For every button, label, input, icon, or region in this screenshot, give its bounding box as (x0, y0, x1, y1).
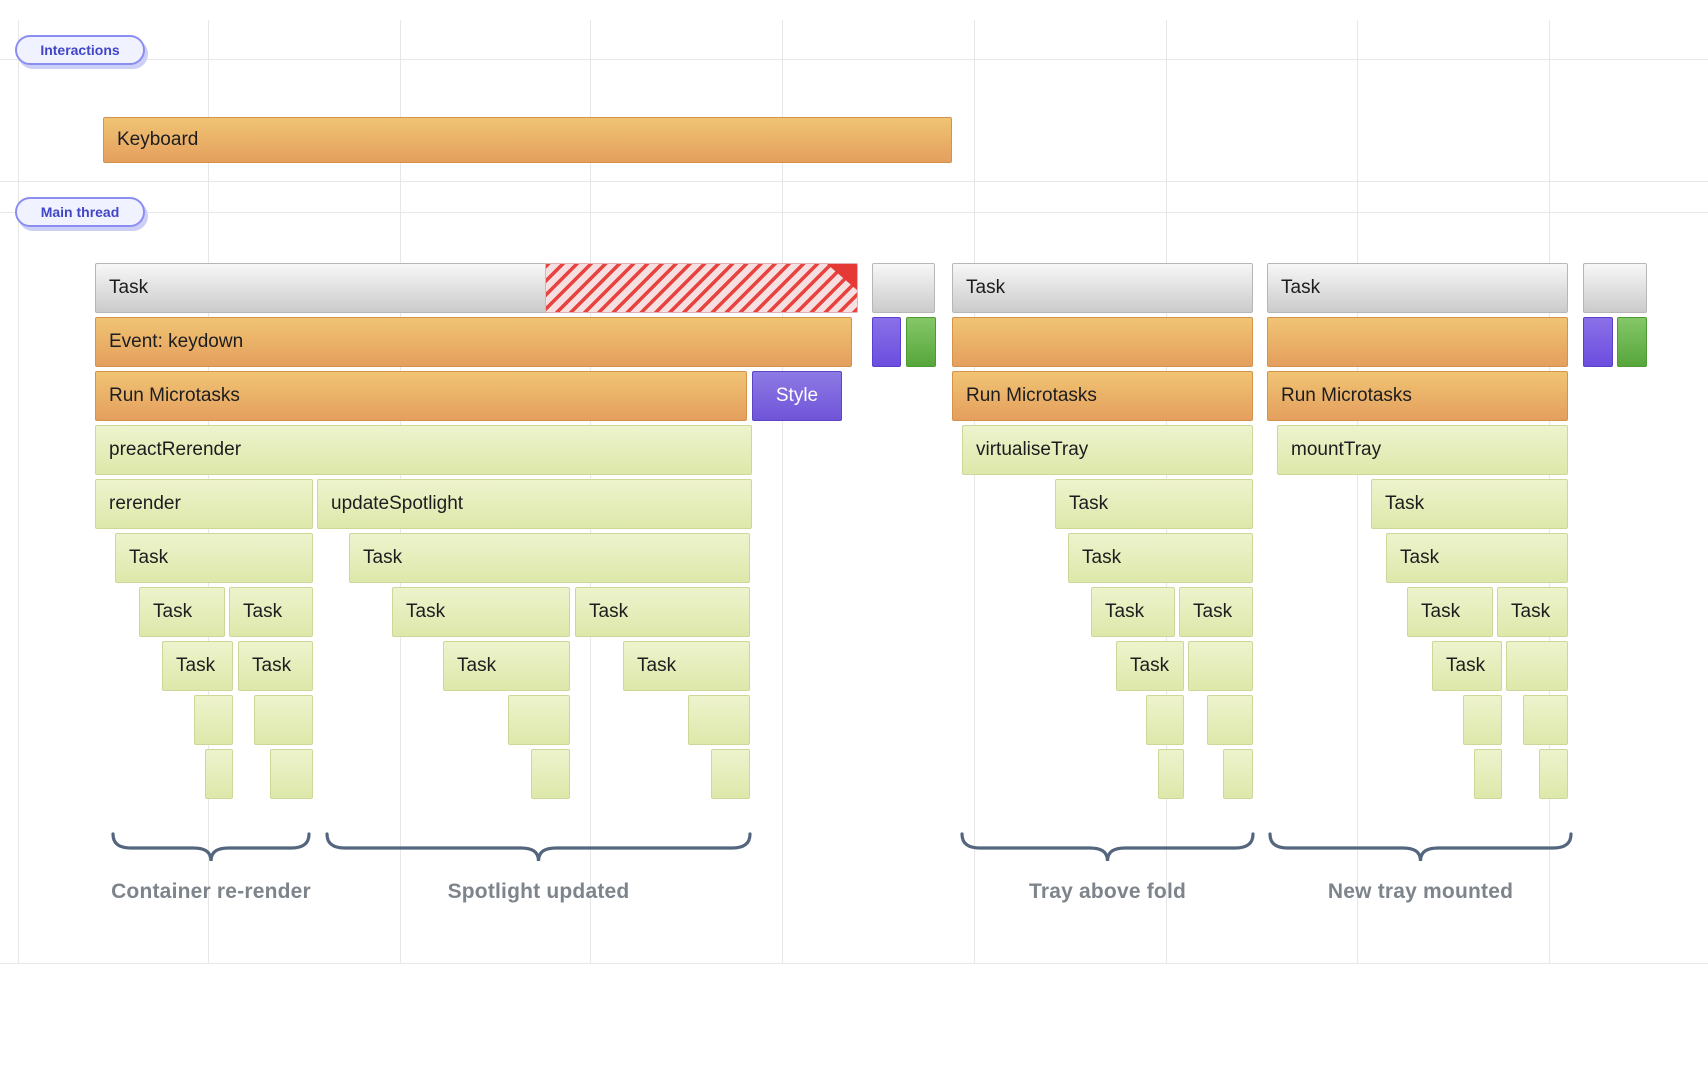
flame-bar-block[interactable] (1506, 641, 1568, 691)
flame-bar-block[interactable] (1207, 695, 1253, 745)
flame-bar-block[interactable] (205, 749, 233, 799)
flame-bar-task[interactable]: Task (1068, 533, 1253, 583)
flame-bar-block[interactable] (1583, 263, 1647, 313)
flame-bar-block[interactable] (1474, 749, 1502, 799)
flame-bar-task[interactable]: Task (392, 587, 570, 637)
flame-bar-task[interactable]: Task (115, 533, 313, 583)
flame-bar-run-microtasks[interactable]: Run Microtasks (1267, 371, 1568, 421)
track-label-main-thread[interactable]: Main thread (15, 197, 145, 227)
grid-line-vertical (782, 20, 783, 963)
flame-bar-task[interactable]: Task (1497, 587, 1568, 637)
flame-bar-block[interactable] (872, 317, 901, 367)
flame-bar-block[interactable] (1267, 317, 1568, 367)
flame-bar-task[interactable]: Task (1091, 587, 1175, 637)
flame-bar-block[interactable] (1539, 749, 1568, 799)
flame-bar-rerender[interactable]: rerender (95, 479, 313, 529)
flame-bar-block[interactable] (1463, 695, 1502, 745)
flame-bar-block[interactable] (906, 317, 936, 367)
flame-bar-block[interactable] (1146, 695, 1184, 745)
flame-bar-event-keydown[interactable]: Event: keydown (95, 317, 852, 367)
flame-bar-block[interactable] (1158, 749, 1184, 799)
brace-annotation (111, 832, 311, 862)
long-task-warning-stripes[interactable] (545, 263, 858, 313)
flame-bar-run-microtasks[interactable]: Run Microtasks (95, 371, 747, 421)
flame-bar-block[interactable] (270, 749, 313, 799)
grid-line-horizontal (0, 59, 1708, 60)
brace-annotation (325, 832, 752, 862)
flame-bar-block[interactable] (508, 695, 570, 745)
annotation-label: Container re-render (111, 880, 311, 903)
flame-bar-block[interactable] (1188, 641, 1253, 691)
grid-line-vertical (18, 20, 19, 963)
grid-line-vertical (974, 20, 975, 963)
flame-bar-block[interactable] (872, 263, 935, 313)
flame-bar-task[interactable]: Task (1179, 587, 1253, 637)
flame-bar-task[interactable]: Task (443, 641, 570, 691)
flame-bar-mounttray[interactable]: mountTray (1277, 425, 1568, 475)
flame-bar-task[interactable]: Task (1386, 533, 1568, 583)
flame-bar-block[interactable] (1583, 317, 1613, 367)
flame-bar-block[interactable] (952, 317, 1253, 367)
brace-annotation (1268, 832, 1573, 862)
annotation-label: New tray mounted (1327, 880, 1514, 903)
flame-bar-task[interactable]: Task (229, 587, 313, 637)
grid-line-horizontal (0, 181, 1708, 182)
flame-bar-task[interactable]: Task (1267, 263, 1568, 313)
flame-bar-task[interactable]: Task (1432, 641, 1502, 691)
flame-bar-task[interactable]: Task (1407, 587, 1493, 637)
flame-bar-task[interactable]: Task (1116, 641, 1184, 691)
flame-bar-keyboard[interactable]: Keyboard (103, 117, 952, 163)
flame-bar-task[interactable]: Task (575, 587, 750, 637)
flame-bar-task[interactable]: Task (349, 533, 750, 583)
flame-bar-block[interactable] (194, 695, 233, 745)
flame-bar-block[interactable] (1223, 749, 1253, 799)
flame-bar-block[interactable] (531, 749, 570, 799)
flame-bar-run-microtasks[interactable]: Run Microtasks (952, 371, 1253, 421)
flame-bar-task[interactable]: Task (1055, 479, 1253, 529)
grid-line-horizontal (0, 212, 1708, 213)
flame-bar-task[interactable]: Task (162, 641, 233, 691)
grid-line-horizontal (0, 963, 1708, 964)
flame-bar-style[interactable]: Style (752, 371, 842, 421)
flame-bar-virtualisetray[interactable]: virtualiseTray (962, 425, 1253, 475)
flame-bar-task[interactable]: Task (1371, 479, 1568, 529)
flame-bar-task[interactable]: Task (139, 587, 225, 637)
annotation-label: Spotlight updated (447, 880, 630, 903)
flame-bar-block[interactable] (1617, 317, 1647, 367)
annotation-label: Tray above fold (1028, 880, 1187, 903)
flame-bar-block[interactable] (688, 695, 750, 745)
flame-bar-block[interactable] (1523, 695, 1568, 745)
flame-bar-task[interactable]: Task (623, 641, 750, 691)
flame-bar-updatespotlight[interactable]: updateSpotlight (317, 479, 752, 529)
grid-line-vertical (1357, 20, 1358, 963)
flame-bar-task[interactable]: Task (952, 263, 1253, 313)
flame-bar-block[interactable] (254, 695, 313, 745)
flame-bar-task[interactable]: Task (238, 641, 313, 691)
flame-bar-preactrerender[interactable]: preactRerender (95, 425, 752, 475)
track-label-interactions[interactable]: Interactions (15, 35, 145, 65)
flame-bar-block[interactable] (711, 749, 750, 799)
brace-annotation (960, 832, 1255, 862)
